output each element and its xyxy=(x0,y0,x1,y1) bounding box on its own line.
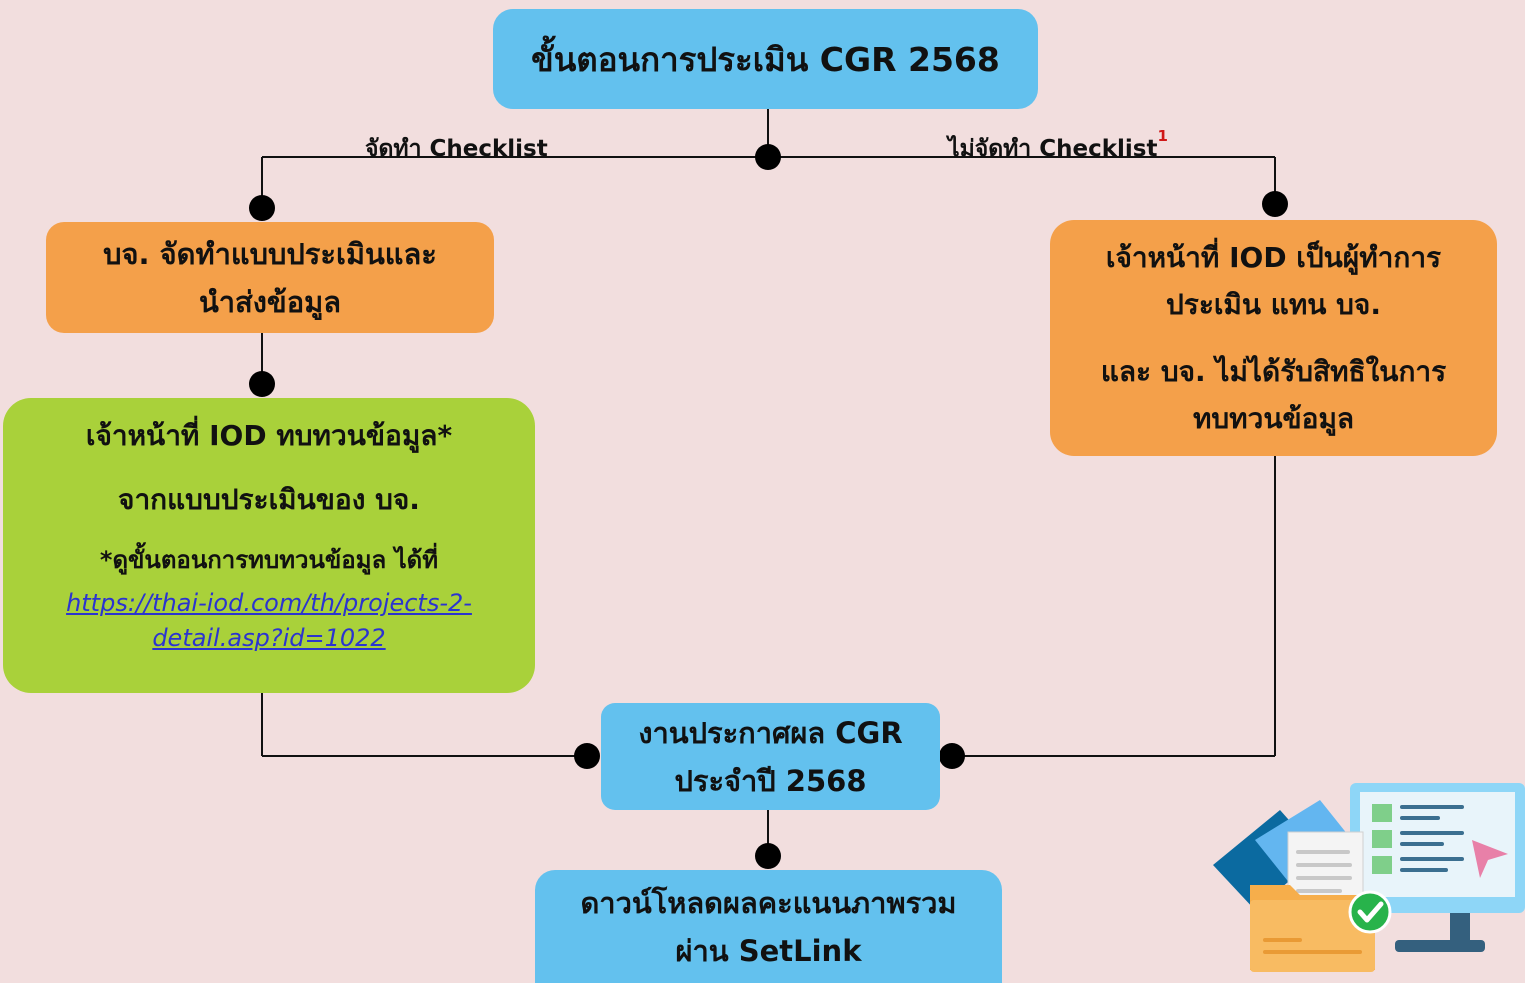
branch-label-right: ไม่จัดทำ Checklist1 xyxy=(948,127,1168,167)
download-results-box: ดาวน์โหลดผลคะแนนภาพรวม ผ่าน SetLink xyxy=(535,870,1002,983)
connector-dot xyxy=(939,743,965,769)
announce-line-2: ประจำปี 2568 xyxy=(674,763,867,798)
cursor-icon xyxy=(1472,840,1508,878)
review-note: *ดูขั้นตอนการทบทวนข้อมูล ได้ที่ xyxy=(99,546,439,574)
review-link-line-2: detail.asp?id=1022 xyxy=(152,624,386,652)
connector-dot xyxy=(249,371,275,397)
monitor-base xyxy=(1395,940,1485,952)
announce-results-box: งานประกาศผล CGR ประจำปี 2568 xyxy=(601,703,940,810)
submit-assessment-box: บจ. จัดทำแบบประเมินและ นำส่งข้อมูล xyxy=(46,222,494,333)
download-line-2: ผ่าน SetLink xyxy=(675,933,862,968)
connector-dot xyxy=(249,195,275,221)
download-line-1: ดาวน์โหลดผลคะแนนภาพรวม xyxy=(580,885,957,920)
iod-assess-line-4: ทบทวนข้อมูล xyxy=(1192,402,1355,435)
branch-label-right-text: ไม่จัดทำ Checklist xyxy=(948,136,1158,162)
connector-dot xyxy=(755,843,781,869)
announce-line-1: งานประกาศผล CGR xyxy=(638,715,903,750)
review-line-1: เจ้าหน้าที่ IOD ทบทวนข้อมูล* xyxy=(85,419,453,452)
iod-assess-line-2: ประเมิน แทน บจ. xyxy=(1166,288,1381,321)
iod-assess-box: เจ้าหน้าที่ IOD เป็นผู้ทำการ ประเมิน แทน… xyxy=(1050,220,1497,456)
page-title: ขั้นตอนการประเมิน CGR 2568 xyxy=(531,39,1000,79)
footnote-marker: 1 xyxy=(1157,127,1168,145)
submit-assessment-line: นำส่งข้อมูล xyxy=(198,284,342,319)
title-box: ขั้นตอนการประเมิน CGR 2568 xyxy=(493,9,1038,109)
iod-assess-line-1: เจ้าหน้าที่ IOD เป็นผู้ทำการ xyxy=(1105,241,1442,274)
iod-assess-line-3: และ บจ. ไม่ได้รับสิทธิในการ xyxy=(1100,355,1447,388)
computer-documents-illustration xyxy=(1213,783,1525,972)
connector-dot xyxy=(755,144,781,170)
submit-assessment-line: บจ. จัดทำแบบประเมินและ xyxy=(103,236,437,271)
review-procedure-link[interactable]: https://thai-iod.com/th/projects-2- deta… xyxy=(66,586,472,656)
check-icon xyxy=(1348,890,1392,934)
branch-label-left-text: จัดทำ Checklist xyxy=(365,136,548,162)
review-link-line-1: https://thai-iod.com/th/projects-2- xyxy=(66,589,472,617)
branch-label-left: จัดทำ Checklist xyxy=(365,131,548,167)
review-line-2: จากแบบประเมินของ บจ. xyxy=(118,483,420,516)
monitor-stand xyxy=(1450,913,1470,943)
connector-dot xyxy=(1262,191,1288,217)
review-data-box: เจ้าหน้าที่ IOD ทบทวนข้อมูล* จากแบบประเม… xyxy=(3,398,535,693)
connector-dot xyxy=(574,743,600,769)
